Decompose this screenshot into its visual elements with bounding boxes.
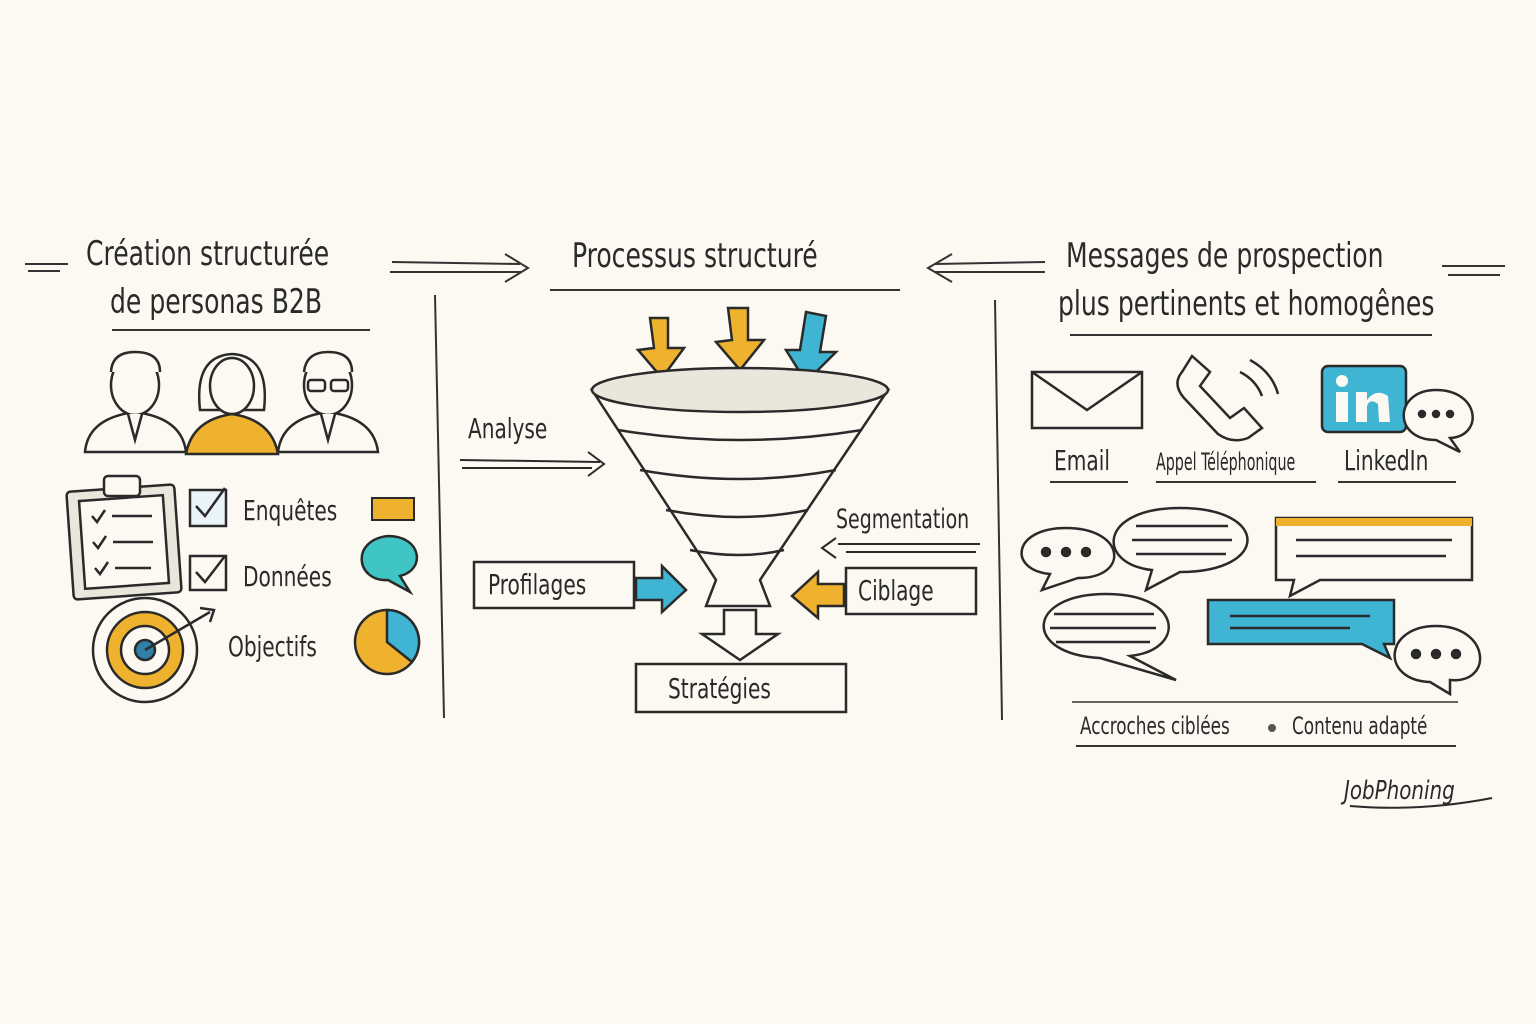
persona-man-icon — [83, 350, 188, 454]
yellow-tag-icon — [371, 497, 415, 521]
funnel-icon — [589, 366, 891, 608]
ciblage-box — [844, 566, 978, 616]
ciblage-arrow — [790, 569, 846, 621]
chat-bubble-icon — [1402, 388, 1474, 454]
channel-label-email: Email — [1054, 444, 1110, 477]
checked-box-icon — [188, 487, 228, 528]
left-title-line1: Création structurée — [86, 234, 330, 274]
segmentation-arrow — [820, 537, 980, 559]
clipboard-icon — [65, 474, 183, 601]
column-divider-left — [434, 294, 445, 719]
label-ciblage: Ciblage — [858, 574, 934, 607]
left-title-line2: de personas B2B — [110, 282, 323, 322]
strategies-box — [634, 662, 848, 714]
pie-chart-icon — [353, 608, 421, 676]
label-strategies: Stratégies — [668, 672, 771, 705]
profilages-box — [472, 560, 636, 610]
center-title: Processus structuré — [572, 236, 818, 276]
envelope-icon — [1030, 370, 1144, 430]
item-label-donnees: Données — [243, 560, 332, 593]
input-arrows — [635, 306, 840, 384]
message-bubbles — [1020, 506, 1482, 697]
analyse-arrow — [459, 451, 606, 477]
check-icon — [188, 554, 228, 592]
arrow-right-to-center — [926, 253, 1046, 283]
footer-label-accroches: Accroches ciblées — [1080, 712, 1230, 740]
linkedin-icon — [1320, 364, 1408, 434]
footer-bullet — [1268, 724, 1276, 732]
persona-man-glasses-icon — [276, 350, 380, 454]
column-divider-right — [994, 299, 1003, 721]
brand-logo: JobPhoning — [1344, 776, 1455, 806]
oval-bubble-icon — [1042, 592, 1177, 682]
target-icon — [91, 596, 216, 704]
label-profilages: Profilages — [488, 568, 587, 601]
funnel-output-arrow — [697, 608, 783, 662]
right-title-line2: plus pertinents et homogênes — [1058, 284, 1435, 324]
phone-icon — [1176, 354, 1280, 442]
footer-label-contenu: Contenu adapté — [1292, 712, 1428, 740]
channel-label-linkedin: LinkedIn — [1344, 444, 1429, 477]
title-decorations — [25, 263, 1505, 336]
dots-bubble-icon — [1393, 624, 1482, 697]
item-label-objectifs: Objectifs — [228, 630, 317, 663]
text-bubble-icon — [1112, 506, 1249, 593]
channel-label-phone: Appel Téléphonique — [1156, 448, 1296, 476]
teal-speech-bubble-icon — [360, 534, 419, 596]
label-segmentation: Segmentation — [836, 504, 970, 535]
typing-bubble-icon — [1020, 526, 1116, 593]
brand-underline — [1349, 797, 1493, 809]
label-analyse: Analyse — [468, 412, 548, 445]
arrow-left-to-center — [390, 253, 530, 283]
persona-woman-icon — [184, 352, 280, 456]
profilages-arrow — [634, 562, 688, 615]
item-label-enquetes: Enquêtes — [243, 494, 338, 527]
right-title-line1: Messages de prospection — [1066, 236, 1384, 276]
